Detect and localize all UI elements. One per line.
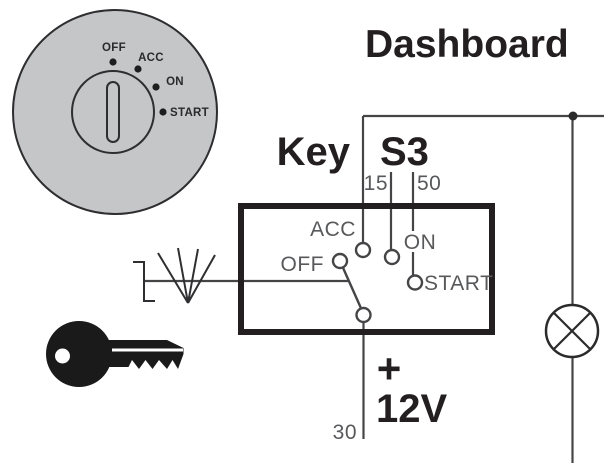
key-label: Key [277,130,351,174]
switch-lever[interactable] [338,260,366,316]
switch-contacts [331,241,424,324]
bezel-dot-start [159,108,167,116]
key-icon [46,321,184,387]
contact-off[interactable] [331,252,349,270]
switch-box-outline [238,203,495,335]
bezel-dot-acc [134,65,142,73]
key-slot [106,81,120,143]
key-bow-hole [55,348,70,364]
bezel-dot-on [152,83,160,91]
bezel-dot-off [109,58,117,66]
key-bow [46,321,112,387]
actuator-bracket [133,261,155,302]
ignition-bezel: OFF ACC ON START [12,9,218,215]
contact-acc[interactable] [354,241,372,259]
supply-voltage-label: 12V [376,387,447,431]
contact-common[interactable] [355,306,372,324]
wiring [144,114,604,463]
diagram-title: Dashboard [365,23,569,66]
position-label-off: OFF [281,253,325,276]
position-label-acc: ACC [310,218,356,241]
key-blade [96,340,184,369]
actuator-fan-line [157,252,189,304]
terminal-15-label: 15 [364,172,388,195]
junction-dot [568,111,578,121]
supply-polarity-label: + [377,345,402,392]
contact-on[interactable] [383,248,401,266]
bezel-label-acc: ACC [138,52,164,64]
actuator-fan-line [187,248,199,304]
indicator-lamp [544,303,600,359]
actuator-fan-line [187,254,216,304]
terminal-50-label: 50 [417,172,441,195]
lamp-cross-line [552,311,592,351]
bezel-label-off: OFF [102,42,126,54]
manual-actuator-symbol [133,247,216,304]
key-blade-groove [112,348,183,352]
contact-start[interactable] [406,274,424,291]
switch-designator: S3 [380,130,429,174]
on-label-backing [402,231,436,252]
actuator-fan-line [177,247,189,304]
position-label-on: ON [404,231,437,254]
bezel-label-on: ON [166,76,184,88]
terminal-30-label: 30 [333,421,357,444]
bezel-label-start: START [170,107,209,119]
position-label-start: START [424,272,493,295]
